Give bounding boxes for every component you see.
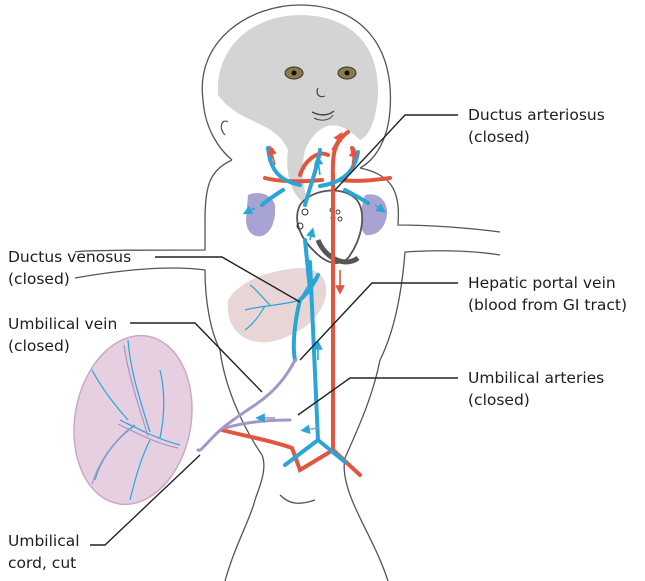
label-umbilical-cord-line1: Umbilical (8, 530, 80, 552)
label-umbilical-cord-line2: cord, cut (8, 552, 80, 574)
label-umbilical-vein-line2: (closed) (8, 335, 117, 357)
label-ductus-arteriosus-line2: (closed) (468, 126, 605, 148)
label-ductus-venosus: Ductus venosus (closed) (8, 246, 131, 290)
leader-umbilical-arteries (298, 378, 458, 415)
label-hepatic-portal-vein-line2: (blood from GI tract) (468, 294, 627, 316)
label-ductus-venosus-line2: (closed) (8, 268, 131, 290)
label-ductus-arteriosus: Ductus arteriosus (closed) (468, 104, 605, 148)
head-shading (218, 15, 378, 205)
label-umbilical-vein-line1: Umbilical vein (8, 313, 117, 335)
label-ductus-venosus-line1: Ductus venosus (8, 246, 131, 268)
label-hepatic-portal-vein: Hepatic portal vein (blood from GI tract… (468, 272, 627, 316)
label-umbilical-cord: Umbilical cord, cut (8, 530, 80, 574)
label-umbilical-arteries: Umbilical arteries (closed) (468, 367, 604, 411)
label-umbilical-arteries-line2: (closed) (468, 389, 604, 411)
label-umbilical-arteries-line1: Umbilical arteries (468, 367, 604, 389)
label-ductus-arteriosus-line1: Ductus arteriosus (468, 104, 605, 126)
label-hepatic-portal-vein-line1: Hepatic portal vein (468, 272, 627, 294)
label-umbilical-vein: Umbilical vein (closed) (8, 313, 117, 357)
